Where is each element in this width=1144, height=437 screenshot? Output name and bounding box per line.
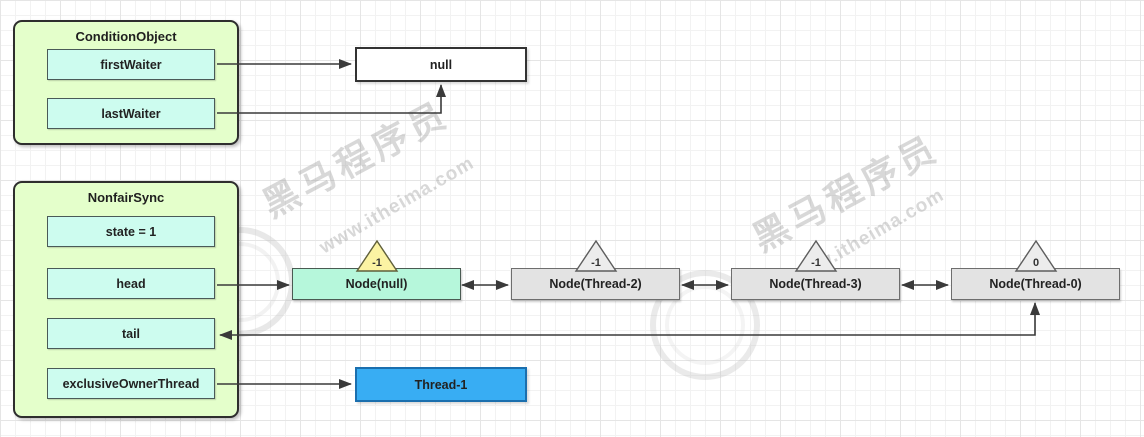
triangle-icon	[574, 239, 618, 272]
triangle-icon	[355, 239, 399, 272]
wait-status-value: -1	[811, 257, 821, 269]
field-tail: tail	[47, 318, 215, 349]
triangle-icon	[794, 239, 838, 272]
queue-node-thread-3: Node(Thread-3)	[731, 268, 900, 300]
field-first-waiter: firstWaiter	[47, 49, 215, 80]
queue-node-thread-0: Node(Thread-0)	[951, 268, 1120, 300]
wait-status-value: -1	[372, 257, 382, 269]
wait-status-triangle: -1	[355, 239, 399, 272]
condition-object-title: ConditionObject	[75, 29, 177, 44]
field-head: head	[47, 268, 215, 299]
condition-object-container: ConditionObject firstWaiter lastWaiter	[13, 20, 239, 145]
null-box: null	[355, 47, 527, 82]
field-state: state = 1	[47, 216, 215, 247]
nonfair-sync-title: NonfairSync	[87, 190, 165, 205]
queue-node-thread-2: Node(Thread-2)	[511, 268, 680, 300]
wait-status-value: -1	[591, 257, 601, 269]
wait-status-triangle: 0	[1014, 239, 1058, 272]
wait-status-value: 0	[1033, 257, 1039, 269]
nonfair-sync-container: NonfairSync state = 1 head tail exclusiv…	[13, 181, 239, 418]
watermark-text: 黑马程序员	[255, 92, 457, 226]
field-exclusive-owner-thread: exclusiveOwnerThread	[47, 368, 215, 399]
wait-status-triangle: -1	[574, 239, 618, 272]
field-last-waiter: lastWaiter	[47, 98, 215, 129]
triangle-icon	[1014, 239, 1058, 272]
wait-status-triangle: -1	[794, 239, 838, 272]
owner-thread-box: Thread-1	[355, 367, 527, 402]
